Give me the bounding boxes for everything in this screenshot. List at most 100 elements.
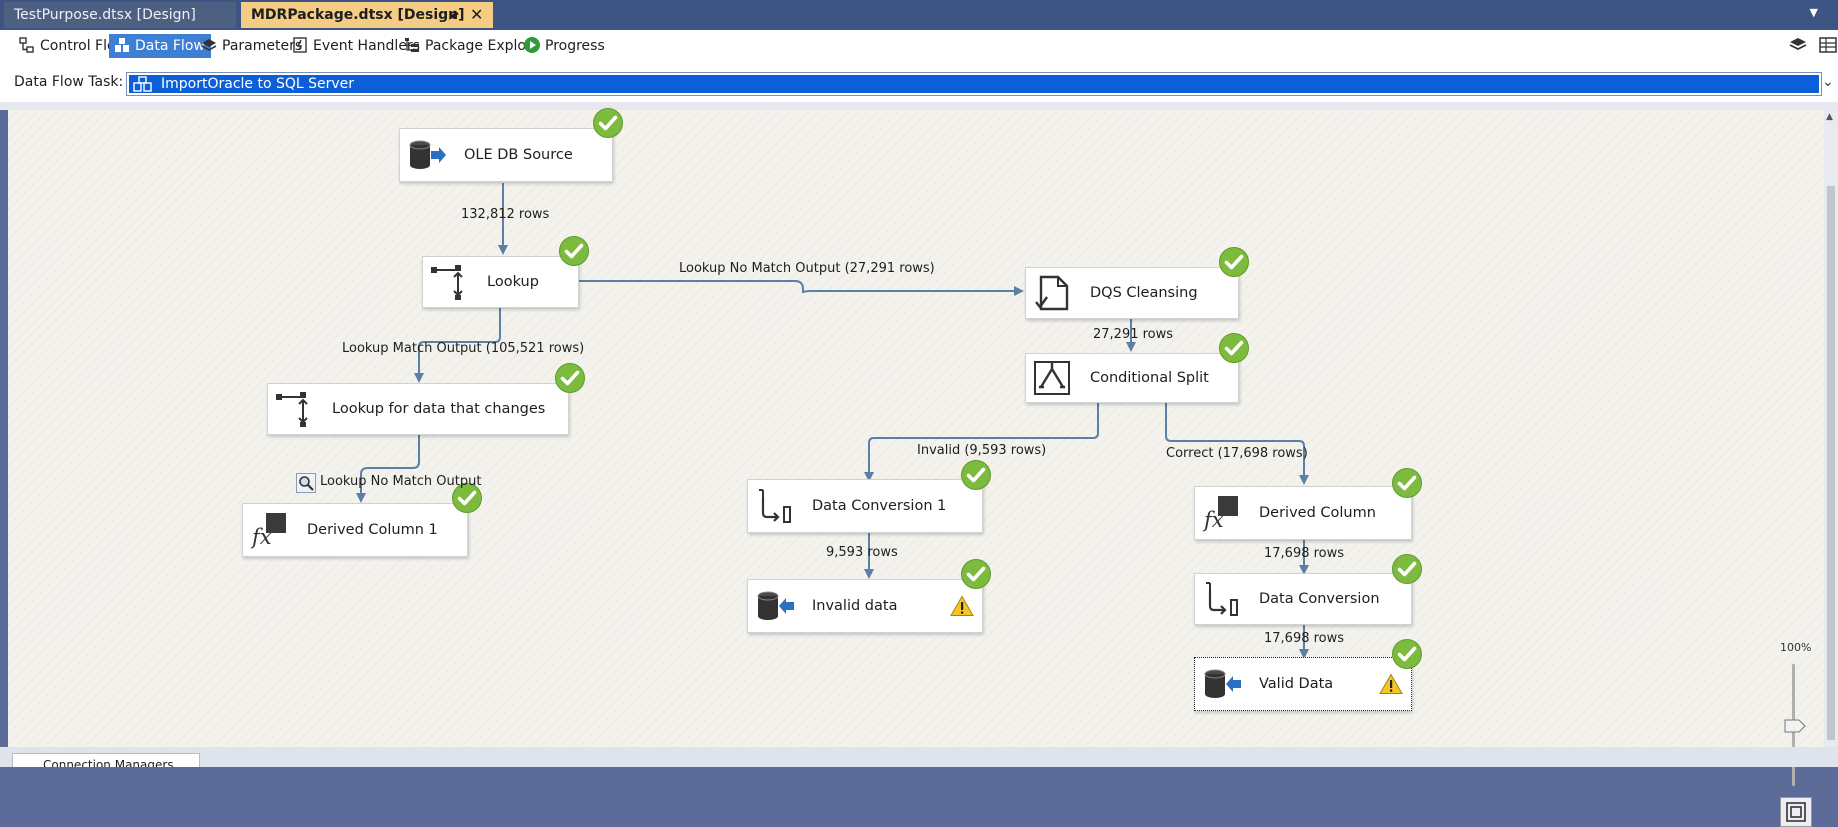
component-data-conversion[interactable]: Data Conversion	[1194, 573, 1412, 625]
path-label-dqs-rows[interactable]: 27,291 rows	[1093, 327, 1174, 342]
conditional-split-icon	[1032, 359, 1074, 397]
data-conversion-icon	[754, 487, 796, 525]
component-label: DQS Cleansing	[1090, 285, 1198, 301]
path-lookup-nomatch	[579, 280, 1024, 296]
parameters-icon	[201, 39, 217, 51]
path-label-lookup2-nomatch[interactable]: Lookup No Match Output	[320, 474, 482, 489]
task-selector-dropdown[interactable]: ImportOracle to SQL Server	[126, 72, 1822, 96]
tab-event-handlers[interactable]: Event Handlers	[287, 34, 426, 58]
designer-tab-bar: Control Flow Data Flow Parameters Event …	[0, 30, 1838, 62]
path-label-invalid-rows[interactable]: 9,593 rows	[826, 545, 898, 560]
progress-icon	[524, 37, 540, 53]
variables-icon[interactable]	[1818, 36, 1838, 58]
tab-label: Package Explo...	[425, 38, 540, 54]
component-label: Data Conversion	[1259, 591, 1380, 607]
ole-db-source-icon	[406, 136, 448, 174]
success-check-icon	[1218, 332, 1250, 364]
tab-progress[interactable]: Progress	[519, 34, 611, 58]
derived-column-icon	[1201, 494, 1243, 532]
component-label: Conditional Split	[1090, 370, 1209, 386]
tab-label: Connection Managers	[43, 758, 174, 767]
warning-icon[interactable]	[950, 595, 974, 617]
component-lookup[interactable]: Lookup	[422, 256, 579, 308]
component-label: Lookup	[487, 274, 539, 290]
component-ole-db-source[interactable]: OLE DB Source	[399, 128, 613, 182]
path-split-invalid	[864, 403, 1099, 482]
zoom-slider-thumb[interactable]	[1784, 719, 1806, 733]
tab-package-explorer[interactable]: Package Explo...	[399, 34, 545, 58]
component-lookup-data-changes[interactable]: Lookup for data that changes	[267, 383, 569, 435]
component-label: Data Conversion 1	[812, 498, 947, 514]
tab-parameters[interactable]: Parameters	[196, 34, 308, 58]
component-label: Derived Column	[1259, 505, 1376, 521]
toolbox-icon[interactable]	[1788, 36, 1808, 56]
derived-column-icon	[249, 511, 291, 549]
scroll-up-icon[interactable]: ▲	[1826, 112, 1833, 122]
ole-db-destination-icon	[1201, 665, 1243, 703]
task-selector-bar: Data Flow Task: ImportOracle to SQL Serv…	[0, 62, 1838, 102]
connection-managers-strip: Connection Managers	[0, 747, 1838, 767]
tab-label: Progress	[545, 38, 605, 54]
tab-label: Data Flow	[135, 38, 205, 54]
component-conditional-split[interactable]: Conditional Split	[1025, 353, 1239, 403]
success-check-icon	[1218, 246, 1250, 278]
path-label-lookup-nomatch[interactable]: Lookup No Match Output (27,291 rows)	[679, 261, 935, 276]
scrollbar-thumb[interactable]	[1827, 186, 1835, 740]
zoom-level-label: 100%	[1780, 641, 1812, 654]
chevron-down-icon[interactable]: ⌄	[1822, 74, 1834, 90]
tab-data-flow[interactable]: Data Flow	[109, 34, 211, 58]
data-flow-task-icon	[133, 76, 152, 92]
path-label-lookup-match[interactable]: Lookup Match Output (105,521 rows)	[342, 341, 585, 356]
data-paths	[356, 183, 1309, 659]
path-label-converted-rows[interactable]: 17,698 rows	[1264, 631, 1345, 646]
fit-to-window-icon	[1786, 802, 1806, 822]
data-flow-canvas[interactable]: OLE DB Source Lookup DQS Cleansing Condi…	[8, 107, 1824, 827]
tab-connection-managers[interactable]: Connection Managers	[12, 753, 200, 767]
success-check-icon	[1391, 467, 1423, 499]
component-label: Valid Data	[1259, 676, 1334, 692]
success-check-icon	[960, 558, 992, 590]
success-check-icon	[558, 235, 590, 267]
pin-icon[interactable]: 🖈	[448, 8, 460, 22]
event-handlers-icon	[293, 37, 307, 53]
path-label-correct[interactable]: Correct (17,698 rows)	[1166, 446, 1308, 461]
path-split-correct	[1165, 403, 1309, 485]
success-check-icon	[1391, 638, 1423, 670]
path-label-invalid[interactable]: Invalid (9,593 rows)	[917, 443, 1047, 458]
ole-db-destination-icon	[754, 587, 796, 625]
canvas-vertical-scrollbar[interactable]: ▲	[1824, 110, 1838, 747]
warning-icon[interactable]	[1379, 673, 1403, 695]
close-icon[interactable]: ✕	[470, 5, 484, 24]
doc-tab-label: TestPurpose.dtsx [Design]	[14, 7, 196, 23]
tab-control-flow[interactable]: Control Flow	[14, 34, 133, 58]
component-valid-data[interactable]: Valid Data	[1194, 657, 1412, 711]
path-label-correct-rows[interactable]: 17,698 rows	[1264, 546, 1345, 561]
component-derived-column[interactable]: Derived Column	[1194, 486, 1412, 540]
doc-tab-testpurpose[interactable]: TestPurpose.dtsx [Design]	[4, 2, 236, 28]
component-label: OLE DB Source	[464, 147, 573, 163]
component-dqs-cleansing[interactable]: DQS Cleansing	[1025, 267, 1239, 319]
success-check-icon	[960, 459, 992, 491]
doc-tab-mdrpackage[interactable]: MDRPackage.dtsx [Design] 🖈 ✕	[241, 2, 493, 28]
lookup-icon	[429, 263, 471, 301]
tab-dropdown-icon[interactable]: ▼	[1809, 6, 1818, 19]
designer-divider	[0, 102, 1838, 110]
control-flow-icon	[19, 37, 34, 53]
document-tab-strip: TestPurpose.dtsx [Design] MDRPackage.dts…	[0, 0, 1838, 30]
path-lookup2-nomatch	[356, 435, 420, 503]
dqs-cleansing-icon	[1032, 274, 1074, 312]
task-selector-value-box: ImportOracle to SQL Server	[129, 75, 1819, 93]
package-explorer-icon	[405, 38, 419, 52]
data-viewer-icon[interactable]	[296, 473, 316, 493]
success-check-icon	[1391, 553, 1423, 585]
success-check-icon	[554, 362, 586, 394]
zoom-fit-button[interactable]	[1780, 797, 1812, 827]
data-conversion-icon	[1201, 580, 1243, 618]
success-check-icon	[592, 107, 624, 139]
component-derived-column-1[interactable]: Derived Column 1	[242, 503, 468, 557]
component-label: Derived Column 1	[307, 522, 438, 538]
component-data-conversion-1[interactable]: Data Conversion 1	[747, 479, 983, 533]
doc-tab-label: MDRPackage.dtsx [Design]	[251, 7, 465, 23]
component-invalid-data[interactable]: Invalid data	[747, 579, 983, 633]
path-label-source-rows[interactable]: 132,812 rows	[461, 207, 550, 222]
